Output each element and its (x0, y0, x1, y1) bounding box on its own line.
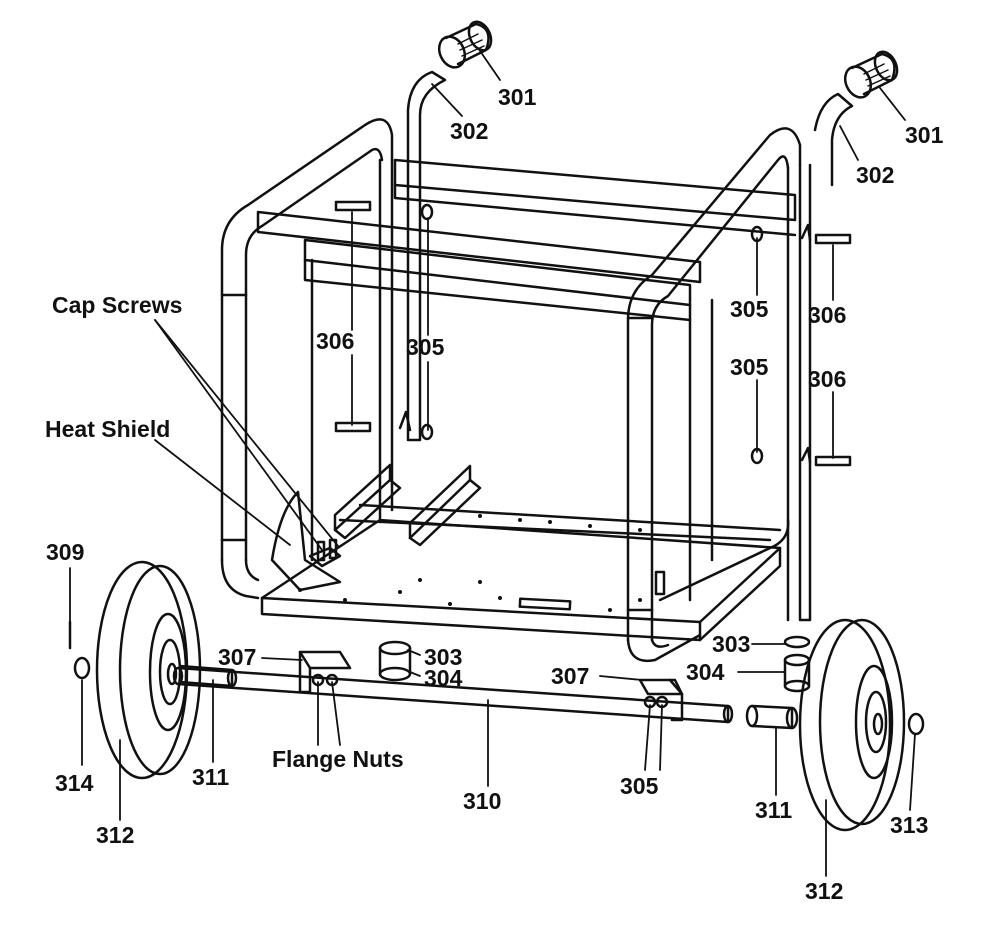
axle (172, 666, 734, 724)
part-number-label: 309 (46, 539, 85, 565)
part-number-label: 310 (463, 788, 502, 814)
part-number-label: 304 (424, 665, 463, 691)
base-angle-brackets (333, 463, 482, 547)
heat-shield-label: Heat Shield (45, 416, 171, 442)
part-number-label: 302 (856, 162, 895, 188)
part-number-label: 303 (712, 631, 751, 657)
leader-lines (69, 47, 916, 877)
part-number-label: 307 (218, 644, 257, 670)
grip-right (843, 50, 899, 99)
part-number-label: 311 (755, 797, 793, 823)
grip-left (437, 20, 493, 69)
rear-upright-left (378, 70, 447, 522)
part-number-label: 312 (96, 822, 135, 848)
part-number-label: 306 (316, 328, 355, 354)
base-plate (260, 503, 782, 642)
bushing-center (378, 640, 412, 682)
part-number-label: 304 (686, 659, 725, 685)
part-number-label: 307 (551, 663, 590, 689)
axle-bracket-left (298, 650, 352, 694)
left-frame-tube (220, 118, 394, 600)
part-number-label: 302 (450, 118, 489, 144)
cap-screws-label: Cap Screws (52, 292, 183, 318)
spacer-left (178, 664, 238, 688)
part-number-label: 306 (808, 302, 847, 328)
part-number-label: 311 (192, 764, 230, 790)
part-number-label: 312 (805, 878, 844, 904)
wheel-left (95, 560, 202, 780)
part-number-label: 314 (55, 770, 94, 796)
upper-front-rail (256, 210, 702, 322)
upper-rear-rail (393, 158, 797, 237)
part-number-label: 305 (406, 334, 445, 360)
wheel-right (798, 618, 906, 832)
part-number-label: 305 (730, 296, 769, 322)
flange-nuts-label: Flange Nuts (272, 746, 404, 772)
part-number-label: 301 (905, 122, 944, 148)
part-number-label: 313 (890, 812, 929, 838)
bushing-right (783, 635, 811, 693)
part-number-label: 306 (808, 366, 847, 392)
part-number-label: 303 (424, 644, 463, 670)
spacer-right (745, 704, 799, 730)
part-number-label: 305 (620, 773, 659, 799)
part-number-label: 305 (730, 354, 769, 380)
part-number-label: 301 (498, 84, 537, 110)
